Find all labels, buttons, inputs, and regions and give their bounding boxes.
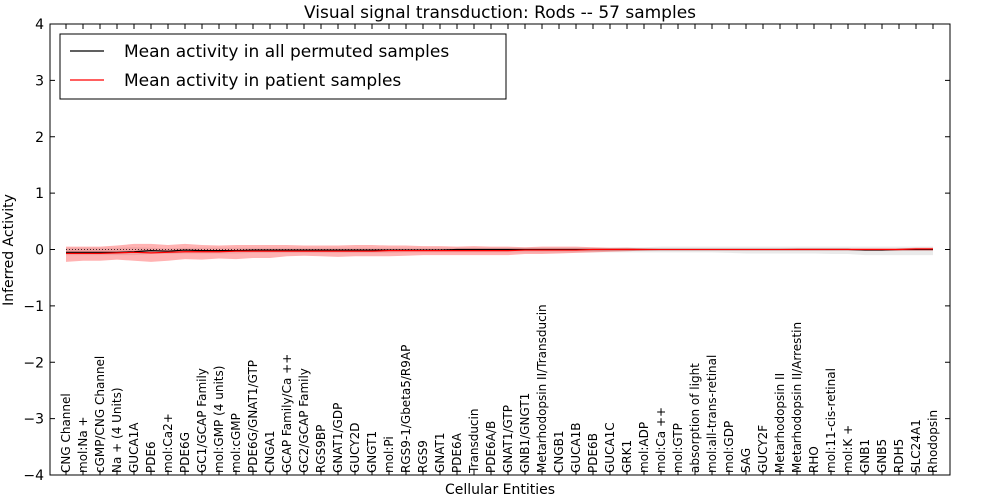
y-tick-label: 0 (35, 243, 44, 259)
x-tick-label: CNGB1 (552, 430, 566, 473)
x-tick-label: cGMP/CNG Channel (93, 356, 107, 473)
x-tick-label: PDE6A/B (484, 421, 498, 473)
y-tick-label: 4 (35, 17, 44, 33)
x-tick-label: GRK1 (620, 440, 634, 473)
x-tick-label: GC2/GCAP Family (297, 368, 311, 473)
x-tick-label: mol:11-cis-retinal (824, 368, 838, 473)
x-tick-label: SLC24A1 (909, 419, 923, 473)
x-tick-label: GNB1 (858, 439, 872, 473)
x-tick-label: GUCY2F (756, 425, 770, 473)
x-tick-label: PDE6G/GNAT1/GTP (246, 360, 260, 473)
x-tick-label: GUCY2D (348, 423, 362, 473)
x-tick-label: GNGT1 (365, 431, 379, 473)
x-tick-label: Metarhodopsin II/Arrestin (790, 322, 804, 473)
legend: Mean activity in all permuted samples Me… (59, 33, 507, 100)
x-tick-label: GUCA1B (569, 422, 583, 473)
x-tick-label: mol:Ca2+ (161, 413, 175, 473)
x-tick-label: GC1/GCAP Family (195, 368, 209, 473)
x-tick-label: GNB1/GNGT1 (518, 393, 532, 473)
x-tick-label: CNG Channel (59, 393, 73, 473)
x-axis-label: Cellular Entities (445, 482, 555, 498)
x-tick-label: RDH5 (892, 439, 906, 473)
x-tick-label: absorption of light (688, 363, 702, 473)
y-tick-label: −2 (23, 355, 44, 371)
y-tick-label: 3 (35, 73, 44, 89)
x-tick-label: mol:GTP (671, 423, 685, 473)
x-tick-label: PDE6A (450, 432, 464, 473)
x-tick-label: GNAT1/GTP (501, 405, 515, 473)
legend-label-permuted: Mean activity in all permuted samples (124, 42, 449, 62)
x-tick-label: RGS9-1/Gbeta5/R9AP (399, 345, 413, 473)
legend-label-patient: Mean activity in patient samples (124, 71, 401, 91)
x-tick-label: RGS9 (416, 440, 430, 473)
x-tick-label: mol:all-trans-retinal (705, 355, 719, 473)
x-tick-label: GCAP Family/Ca ++ (280, 354, 294, 473)
y-tick-label: −1 (23, 299, 44, 315)
x-tick-label: mol:K + (841, 425, 855, 473)
y-tick-label: −3 (23, 412, 44, 428)
x-tick-label: mol:ADP (637, 422, 651, 473)
band-patient (66, 243, 933, 262)
x-tick-label: Na + (4 Units) (110, 387, 124, 473)
x-tick-label: GNAT1 (433, 432, 447, 473)
y-axis: 4 3 2 1 0 −1 −2 −3 −4 (23, 17, 950, 484)
x-tick-label: RHO (807, 446, 821, 473)
lines-layer (66, 248, 933, 255)
x-tick-label: mol:GMP (4 units) (212, 366, 226, 473)
x-tick-label: GUCA1C (603, 422, 617, 473)
x-tick-label: CNGA1 (263, 431, 277, 474)
x-tick-label: RGS9BP (314, 425, 328, 473)
legend-box (59, 33, 507, 100)
x-tick-label: mol:GDP (722, 421, 736, 473)
x-tick-label: PDE6G (178, 432, 192, 473)
x-tick-label: mol:Pi (382, 436, 396, 473)
x-tick-label: GNB5 (875, 439, 889, 473)
x-tick-label: Transducin (467, 409, 481, 474)
chart-title: Visual signal transduction: Rods -- 57 s… (304, 3, 696, 23)
x-tick-label: Rhodopsin (926, 410, 940, 473)
x-tick-label: PDE6 (144, 441, 158, 473)
x-tick-label: SAG (739, 448, 753, 473)
y-tick-label: −4 (23, 468, 44, 484)
x-tick-label: Metarhodopsin II/Transducin (535, 304, 549, 473)
y-tick-label: 1 (35, 186, 44, 202)
line-patient (66, 248, 933, 255)
x-tick-label: GNAT1/GDP (331, 403, 345, 473)
x-tick-label: GUCA1A (127, 422, 141, 473)
x-tick-label: PDE6B (586, 433, 600, 473)
x-tick-label: mol:cGMP (229, 413, 243, 473)
x-tick-label: mol:Ca ++ (654, 407, 668, 473)
x-tick-label: mol:Na + (76, 416, 90, 473)
y-axis-label: Inferred Activity (1, 194, 17, 306)
y-tick-label: 2 (35, 130, 44, 146)
x-tick-label: Metarhodopsin II (773, 373, 787, 473)
